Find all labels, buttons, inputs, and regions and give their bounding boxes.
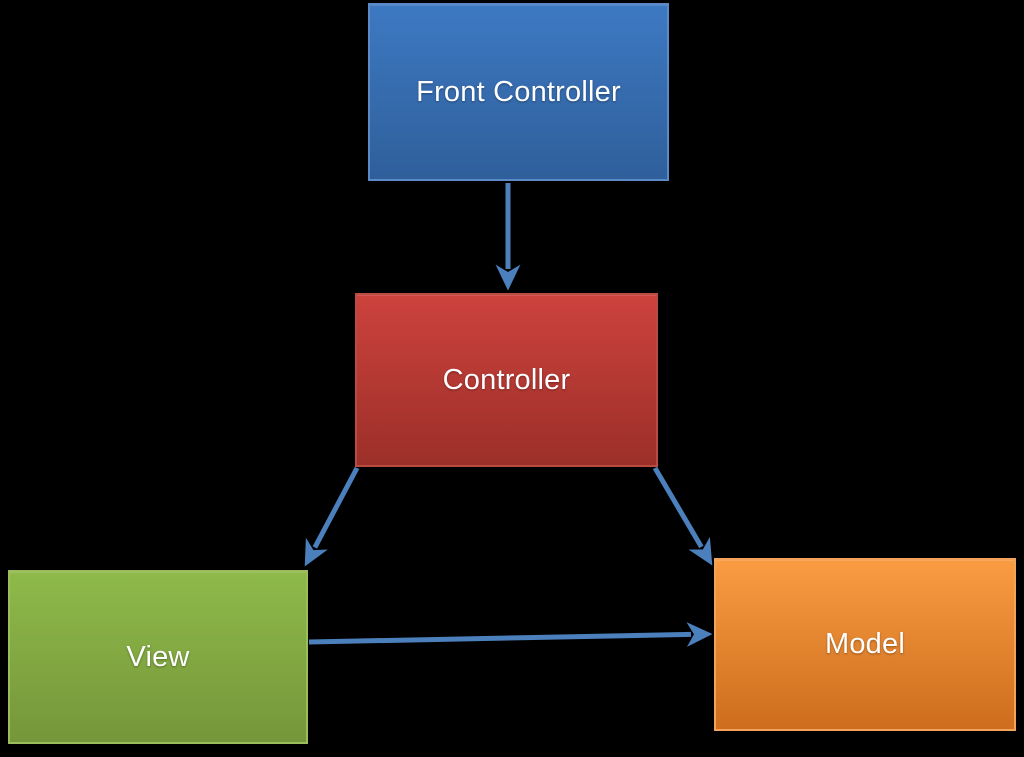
node-model-label: Model — [825, 628, 905, 660]
node-front-controller: Front Controller — [368, 3, 669, 181]
node-model: Model — [714, 558, 1016, 731]
arrow-controller-to-model — [652, 466, 713, 566]
node-front-controller-label: Front Controller — [416, 75, 621, 108]
arrow-view-to-model — [308, 622, 713, 647]
node-controller: Controller — [355, 293, 658, 467]
node-view-label: View — [126, 640, 190, 673]
node-view: View — [8, 570, 308, 744]
arrow-controller-to-view — [304, 466, 360, 567]
node-controller-label: Controller — [442, 363, 571, 396]
